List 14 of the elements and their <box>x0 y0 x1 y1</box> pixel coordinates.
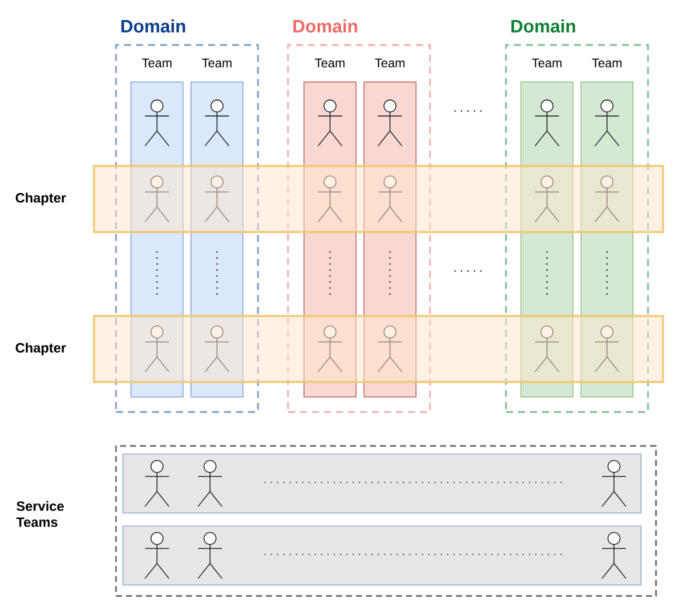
shaded-row <box>122 525 642 586</box>
column-label: Team <box>375 58 404 68</box>
column-label: Team <box>532 58 562 68</box>
heading: Domain <box>293 19 358 33</box>
column-label: Team <box>202 58 232 68</box>
heading: Domain <box>121 19 186 33</box>
row-label: Chapter <box>16 342 66 356</box>
row-label: Chapter <box>16 192 66 206</box>
heading: Domain <box>511 19 576 33</box>
column-label: Team <box>142 58 172 68</box>
column-label: Team <box>592 58 622 68</box>
row-label: Service Teams <box>16 501 64 527</box>
column-label: Team <box>315 58 344 68</box>
shaded-row <box>122 453 642 514</box>
